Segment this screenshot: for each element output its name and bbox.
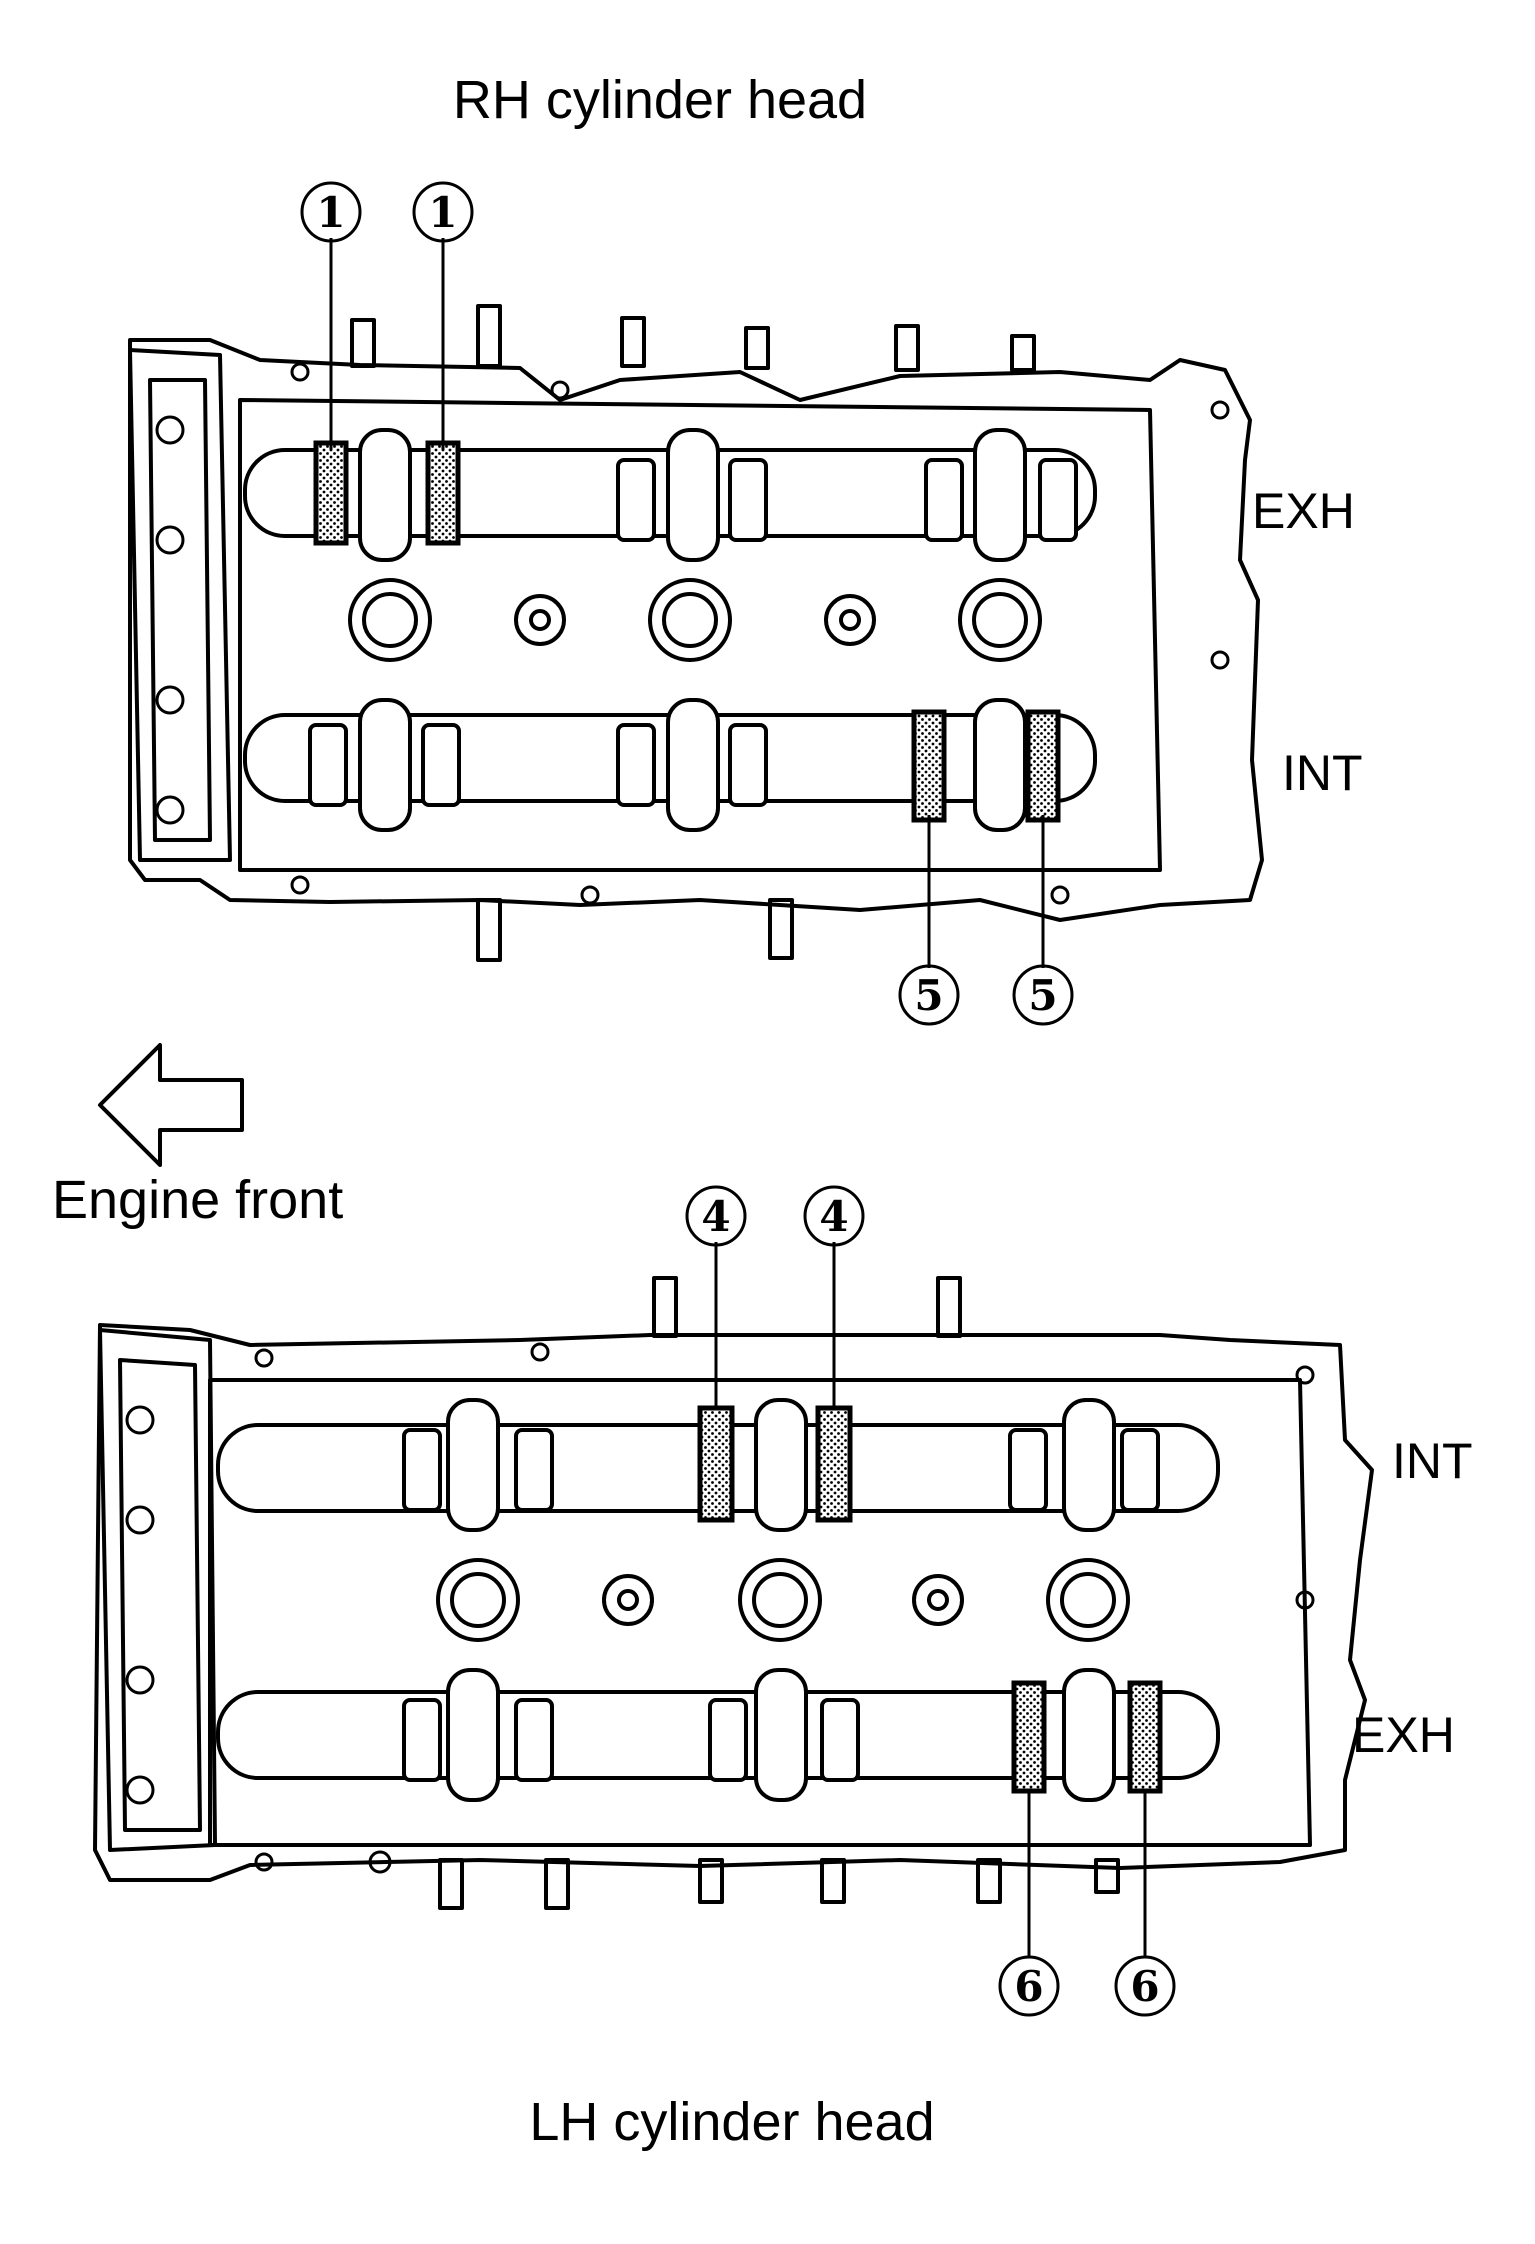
callout-4b: 4 [819, 1192, 848, 1241]
rh-cylinder-head [128, 304, 1264, 962]
engine-front-label: Engine front [52, 1170, 343, 1230]
callout-6a: 6 [1014, 1962, 1043, 2011]
rh-exh-label: EXH [1252, 483, 1355, 539]
rh-callouts: 1 1 5 5 [300, 181, 1074, 1026]
callout-6b: 6 [1130, 1962, 1159, 2011]
callout-5b: 5 [1028, 971, 1057, 1020]
callout-1a: 1 [316, 188, 345, 237]
rh-int-label: INT [1282, 745, 1363, 801]
lh-callouts: 4 4 6 6 [685, 1185, 1176, 2017]
lh-exh-label: EXH [1352, 1707, 1455, 1763]
callout-5a: 5 [914, 971, 943, 1020]
engine-front-arrow-icon [98, 1043, 244, 1167]
callout-1b: 1 [428, 188, 457, 237]
lh-head-title: LH cylinder head [529, 2092, 934, 2152]
rh-head-title: RH cylinder head [453, 70, 867, 130]
callout-4a: 4 [701, 1192, 730, 1241]
lh-cylinder-head [93, 1276, 1374, 1910]
lh-int-label: INT [1392, 1433, 1473, 1489]
